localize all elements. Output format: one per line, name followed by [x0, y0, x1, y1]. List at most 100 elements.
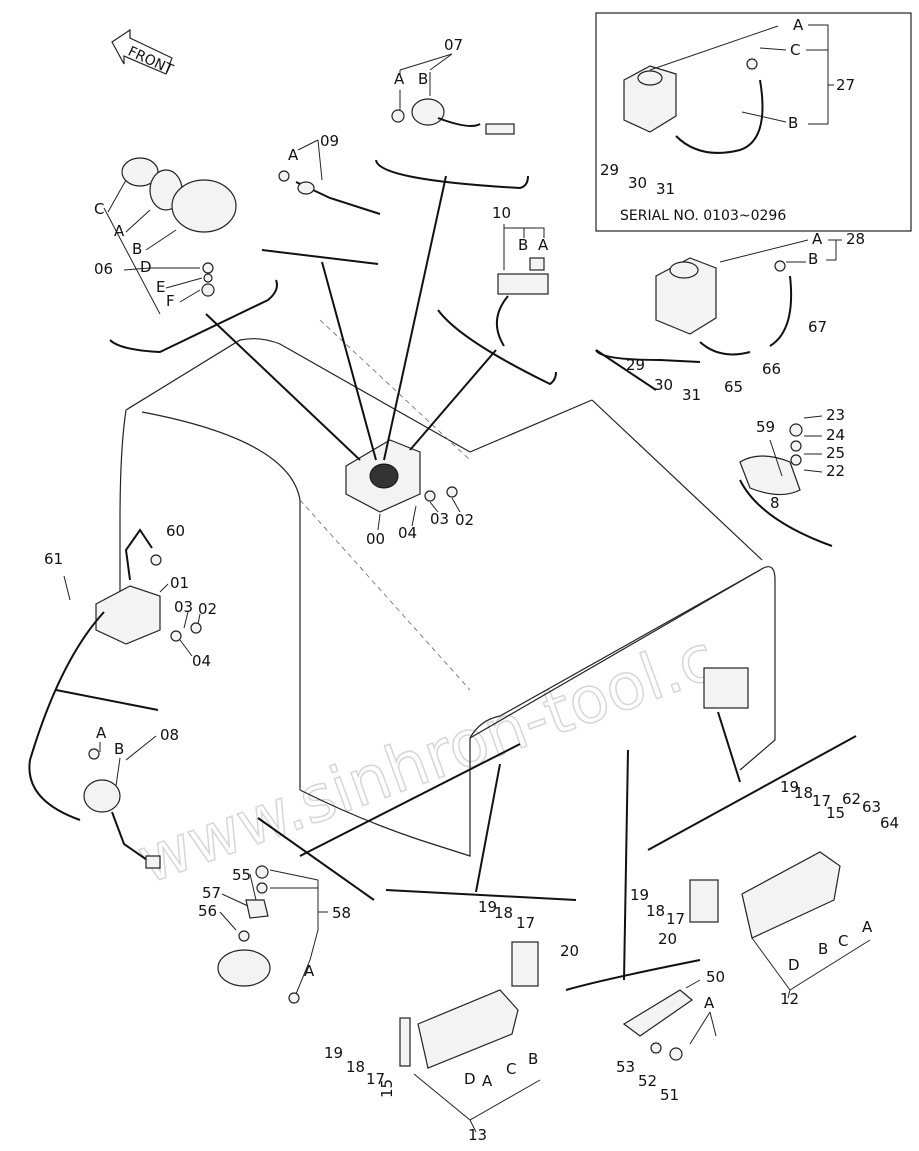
callout-18c: 18: [794, 784, 813, 802]
callout-31a: 31: [656, 180, 675, 198]
callout-22: 22: [826, 462, 845, 480]
callout-15a: 15: [378, 1079, 396, 1098]
callout-08-a: A: [96, 724, 107, 742]
callout-30b: 30: [654, 376, 673, 394]
callout-28-b: B: [808, 250, 818, 268]
callout-06-b: B: [132, 240, 142, 258]
serial-note: SERIAL NO. 0103~0296: [620, 208, 786, 224]
callout-06-f: F: [166, 292, 175, 310]
callout-07-b: B: [418, 70, 428, 88]
part-50: 50 A 53 52 51: [616, 749, 725, 1104]
callout-12-b: B: [818, 940, 828, 958]
callout-13: 13: [468, 1126, 487, 1144]
callout-06-e: E: [156, 278, 165, 296]
callout-02b: 02: [198, 600, 217, 618]
hose-65: [699, 341, 751, 356]
bracket-50: [565, 959, 701, 991]
callout-50-a: A: [704, 994, 715, 1012]
bracket-08: [55, 689, 159, 711]
callout-25: 25: [826, 444, 845, 462]
callout-18a: 18: [494, 904, 513, 922]
callout-64: 64: [880, 814, 899, 832]
callout-07: 07: [444, 36, 463, 54]
bracket-58: [257, 817, 375, 901]
washer-tank-body: [655, 257, 717, 335]
callout-04b: 04: [192, 652, 211, 670]
callout-65: 65: [724, 378, 743, 396]
part-10: 10 B A: [492, 204, 549, 347]
bracket-09: [261, 249, 379, 265]
part-09: 09 A: [278, 132, 381, 215]
horn-group: 23 24 25 22 59 8: [739, 406, 845, 547]
bracket-12: [647, 735, 857, 851]
callout-29a: 29: [600, 161, 619, 179]
callout-60: 60: [166, 522, 185, 540]
callout-07-a: A: [394, 70, 405, 88]
callout-30a: 30: [628, 174, 647, 192]
callout-31b: 31: [682, 386, 701, 404]
part-06: C A B 06 D E F: [94, 157, 237, 315]
callout-56: 56: [198, 902, 217, 920]
callout-06-a: A: [114, 222, 125, 240]
callout-12: 12: [780, 990, 799, 1008]
callout-57: 57: [202, 884, 221, 902]
callout-66: 66: [762, 360, 781, 378]
callout-13-c: C: [506, 1060, 516, 1078]
callout-10: 10: [492, 204, 511, 222]
callout-19c: 19: [780, 778, 799, 796]
callout-09-a: A: [288, 146, 299, 164]
callout-04a: 04: [398, 524, 417, 542]
callout-59: 59: [756, 418, 775, 436]
watermark-text: www.sinhron-tool.c: [128, 621, 725, 899]
washer-tank-group: A B 28 67 29 30 31 65 66: [595, 230, 865, 404]
callout-13-d: D: [464, 1070, 476, 1088]
callout-19a: 19: [478, 898, 497, 916]
callout-20b: 20: [658, 930, 677, 948]
callout-17a: 17: [516, 914, 535, 932]
part-07: 07 A B: [391, 36, 515, 135]
hose-67: [769, 275, 793, 347]
washer-tank-inset-body: [623, 65, 677, 133]
callout-06-d: D: [140, 258, 152, 276]
callout-52: 52: [638, 1072, 657, 1090]
callout-27-a: A: [793, 16, 804, 34]
horn-body: [739, 455, 801, 496]
callout-27: 27: [836, 76, 855, 94]
callout-00: 00: [366, 530, 385, 548]
callout-12-c: C: [838, 932, 848, 950]
callout-55: 55: [232, 866, 251, 884]
bracket-06: [109, 279, 278, 354]
callout-50: 50: [706, 968, 725, 986]
callout-51: 51: [660, 1086, 679, 1104]
callout-10-b: B: [518, 236, 528, 254]
part-08: A B 08: [83, 724, 179, 869]
callout-67: 67: [808, 318, 827, 336]
callout-01: 01: [170, 574, 189, 592]
callout-61: 61: [44, 550, 63, 568]
callout-06-c: C: [94, 200, 104, 218]
bracket-13: [385, 889, 577, 901]
work-lamp-00: 00 04 03 02: [205, 175, 497, 548]
callout-10-a: A: [538, 236, 549, 254]
callout-08-b: B: [114, 740, 124, 758]
callout-18d: 18: [646, 902, 665, 920]
callout-17d: 17: [666, 910, 685, 928]
callout-09: 09: [320, 132, 339, 150]
bracket-07: [375, 159, 529, 190]
callout-58-a: A: [304, 962, 315, 980]
callout-28: 28: [846, 230, 865, 248]
callout-24: 24: [826, 426, 845, 444]
machine-hood: [119, 319, 776, 857]
callout-03a: 03: [430, 510, 449, 528]
part-13: 19 18 17 20 19 18 17 15 D A C B 13: [324, 763, 579, 1144]
callout-23: 23: [826, 406, 845, 424]
part-58: 55 57 56 58 A: [198, 743, 521, 1004]
part-12: 19 18 17 15 62 63 64 19 18 17 20 A C B D…: [630, 667, 899, 1008]
callout-13-a: A: [482, 1072, 493, 1090]
callout-62: 62: [842, 790, 861, 808]
callout-19b: 19: [324, 1044, 343, 1062]
callout-18b: 18: [346, 1058, 365, 1076]
callout-27-c: C: [790, 41, 800, 59]
callout-12-a: A: [862, 918, 873, 936]
